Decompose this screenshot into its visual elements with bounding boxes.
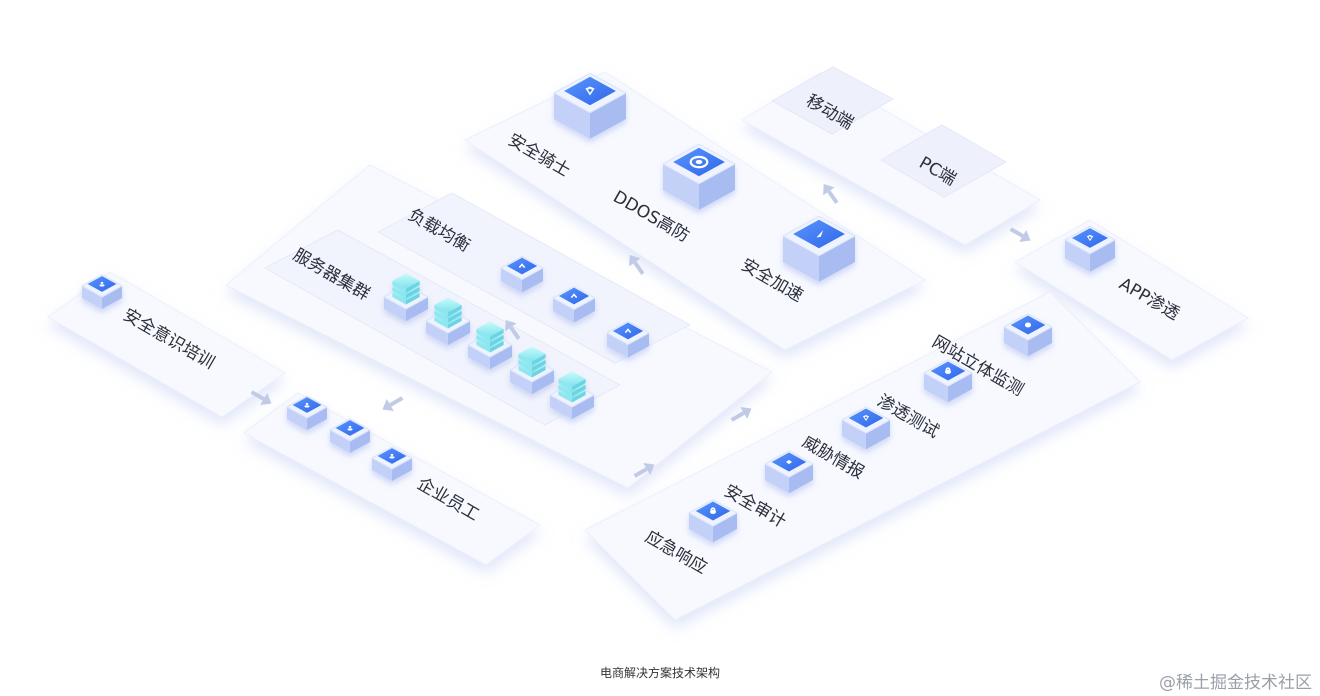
tile-pc	[880, 124, 1008, 198]
arrow-services-to-servers-1	[730, 406, 752, 422]
arrow-to-loadbalance	[629, 254, 645, 275]
user-icon	[377, 448, 407, 464]
cube-security-acceleration	[781, 215, 857, 282]
arrow-training-to-employees	[250, 390, 272, 406]
shield-icon	[564, 76, 616, 106]
cube-server-1	[382, 273, 430, 322]
cube-lb-3	[605, 320, 651, 358]
user-icon	[292, 397, 322, 413]
arrow-pc-to-accel	[823, 183, 839, 204]
cube-security-knight	[552, 72, 628, 139]
rocket-icon	[793, 219, 845, 249]
share-icon	[612, 322, 644, 340]
server-stack-icon	[434, 297, 462, 329]
share-icon	[506, 257, 538, 275]
cube-server-3	[466, 321, 514, 370]
arrows	[250, 183, 1031, 478]
cube-employee-3	[370, 446, 414, 481]
watermark: @稀土掘金技术社区	[1159, 673, 1312, 693]
user-icon	[87, 276, 117, 292]
cubes	[80, 72, 1117, 543]
arrow-services-to-servers-2	[633, 462, 655, 478]
server-stack-icon	[558, 371, 586, 403]
cube-server-5	[548, 371, 596, 420]
cube-app-penetration	[1063, 225, 1117, 272]
tile-mobile	[770, 66, 895, 135]
cube-lb-2	[551, 285, 597, 323]
cube-training	[80, 274, 124, 309]
gear-icon	[673, 147, 725, 177]
cube-employee-2	[328, 418, 372, 453]
bell-icon	[1010, 315, 1046, 335]
cube-server-2	[424, 297, 472, 346]
lock-icon	[930, 361, 966, 381]
cube-lb-1	[499, 255, 545, 293]
cube-server-4	[508, 346, 556, 395]
diagram-caption: 电商解决方案技术架构	[599, 666, 720, 680]
server-stack-icon	[476, 321, 504, 353]
arrow-employees-to-servers	[382, 396, 404, 412]
cube-security-audit	[763, 450, 815, 494]
user-icon	[335, 420, 365, 436]
lock-icon	[695, 501, 731, 521]
cube-ddos	[661, 143, 737, 210]
platform-services	[584, 291, 1141, 621]
server-stack-icon	[518, 346, 546, 378]
cube-emergency-response	[687, 499, 739, 543]
shield-icon	[1072, 228, 1108, 248]
shield-icon	[848, 408, 884, 428]
cube-employee-1	[285, 395, 329, 430]
cube-threat-intel	[840, 406, 892, 450]
document-icon	[771, 452, 807, 472]
arrow-to-cluster	[505, 319, 521, 340]
cube-site-monitoring	[1002, 313, 1054, 357]
server-stack-icon	[392, 273, 420, 305]
cube-penetration-test	[922, 359, 974, 403]
arrow-app-to-clients	[1009, 227, 1031, 243]
share-icon	[558, 287, 590, 305]
